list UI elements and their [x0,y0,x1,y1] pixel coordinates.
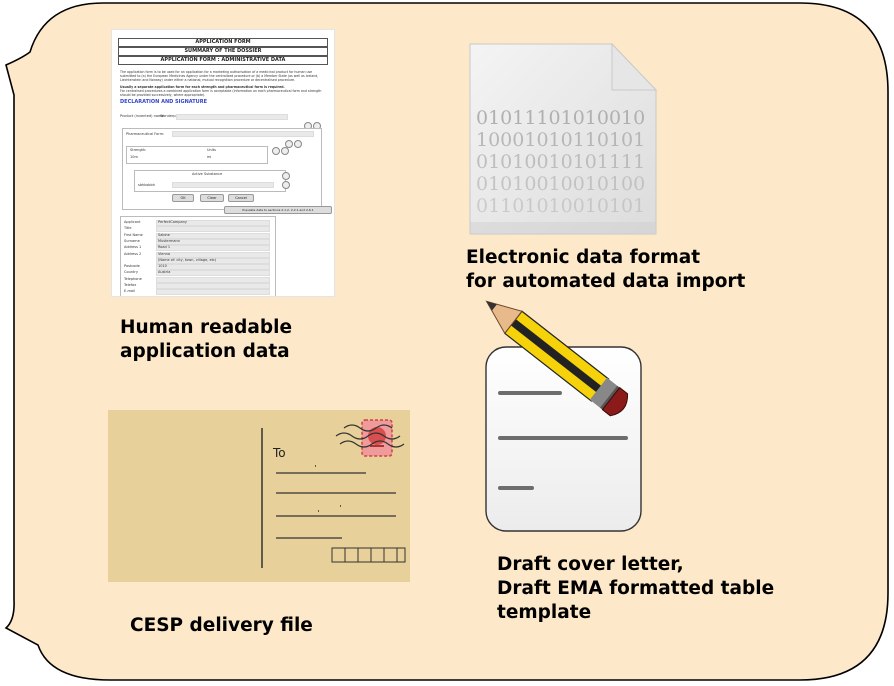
applicant-row-label: Country [124,270,138,275]
application-form-document: APPLICATION FORM SUMMARY OF THE DOSSIER … [112,30,334,296]
applicant-row-label: Postcode [124,264,140,269]
binary-line: 10001010110101 [476,129,645,151]
form-note-bold: Usually a separate application form for … [120,85,285,89]
active-substance-label: Active Substance [192,172,223,176]
strength-value: 10m [130,155,138,159]
caption-line: application data [120,341,290,362]
binary-data-lines: 0101110101001010001010110101010100101011… [476,107,645,217]
binary-line: 01010010101111 [476,151,645,173]
units-value: mi [207,155,212,159]
postal-code-boxes [331,547,406,563]
binary-file-icon [469,42,658,235]
form-header-admin: APPLICATION FORM : ADMINISTRATIVE DATA [118,56,328,65]
applicant-row-value: Vienna [158,251,171,256]
applicant-row-value: Sabine [158,232,170,237]
applicant-row-value: Road 1 [158,245,171,250]
form-section-heading: DECLARATION AND SIGNATURE [120,99,207,105]
pharma-form-label: Pharmaceutical Form: [126,132,165,136]
caption-human-readable: Human readable application data [120,316,292,364]
applicant-row-label: Address 1 [124,245,142,250]
applicant-row-field[interactable] [156,283,270,289]
caption-line: for automated data import [466,271,746,292]
remove-strength-button[interactable] [294,140,302,148]
caption-line: Draft cover letter, [497,554,684,575]
form-header-summary: SUMMARY OF THE DOSSIER [118,47,328,56]
caption-cesp: CESP delivery file [130,614,313,638]
caption-line: Draft EMA formatted table [497,578,775,599]
clear-button[interactable]: Clear [200,194,224,202]
applicant-row-label: Title [124,226,132,231]
applicant-row-value: (Name of: city, town, village, etc) [158,257,217,262]
applicant-row-field[interactable] [156,264,270,271]
applicant-row-field[interactable] [156,251,270,258]
applicant-row-label: First Name [124,232,143,237]
applicant-row-label: Address 2 [124,251,142,256]
product-name-value: Wonderpil [160,114,178,118]
binary-line: 01011101010010 [476,107,645,129]
applicant-row-field[interactable] [156,245,270,252]
form-note-text: For centralised procedures a combined ap… [120,89,322,97]
product-name-label: Product (invented) name [120,114,164,118]
applicant-row-field[interactable] [156,257,270,264]
applicant-row-field[interactable] [156,289,270,296]
applicant-row-label: Telephone [124,276,142,281]
form-header-title: APPLICATION FORM [118,38,328,47]
caption-line: Human readable [120,317,293,338]
strength-box [126,146,268,164]
applicant-row-field[interactable] [156,232,270,239]
caption-line: CESP delivery file [130,615,313,636]
pencil-note-icon [485,300,642,532]
applicant-row-value: PerfectCompany [158,220,187,224]
add-unit-button[interactable] [272,147,280,155]
binary-line: 01010010010100 [476,173,645,195]
active-substance-value: sbhbsbbh [138,183,155,187]
remove-unit-button[interactable] [281,147,289,155]
applicant-row-value: 1010 [158,264,167,269]
caption-line: template [497,602,592,623]
cancel-button[interactable]: Cancel [228,194,254,202]
form-intro-text: The application form is to be used for a… [120,70,319,82]
applicant-row-field[interactable] [156,276,270,283]
postcard-to-label: To [273,446,286,460]
applicant-row-value: Mustermann [158,238,180,243]
caption-draft: Draft cover letter, Draft EMA formatted … [497,553,774,625]
applicant-row-field[interactable] [156,238,270,245]
applicant-row-field[interactable] [156,270,270,277]
units-label: Units [207,148,216,152]
applicant-row-label: E-mail [124,289,135,294]
stamp-icon [335,419,405,457]
remove-substance-button[interactable] [282,181,290,189]
applicant-row-label: Telefax [124,283,137,287]
binary-line: 01101010010101 [476,195,645,217]
applicant-row-field[interactable] [156,226,270,233]
applicant-row-value: Austria [158,270,171,275]
applicant-row-label: Applicant [124,220,141,224]
applicant-row-label: Surname [124,238,140,243]
add-strength-button[interactable] [285,140,293,148]
active-substance-field[interactable] [172,182,274,188]
ok-button[interactable]: OK [172,194,194,202]
product-name-field[interactable] [176,114,288,120]
strength-label: Strength: [130,148,147,152]
applicant-row-field[interactable] [156,220,270,226]
add-substance-button[interactable] [282,172,290,180]
postcard-icon [108,410,410,582]
populate-button[interactable]: Populate data to sections 2.1.2, 2.2.1 a… [224,206,332,214]
pharma-form-field[interactable] [172,131,314,137]
caption-electronic: Electronic data format for automated dat… [466,246,745,294]
caption-line: Electronic data format [466,247,701,268]
